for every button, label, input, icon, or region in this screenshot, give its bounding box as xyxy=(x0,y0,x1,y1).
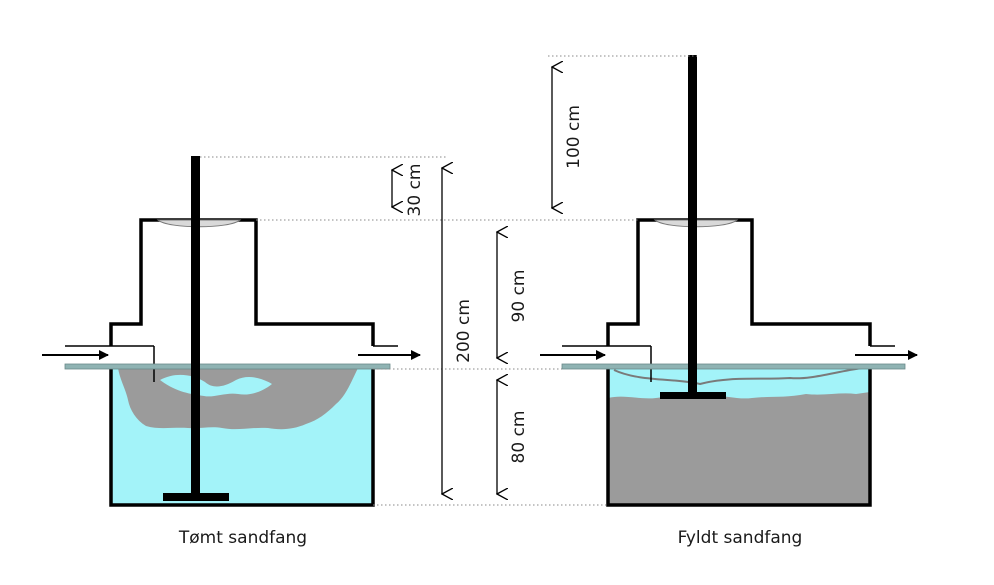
dim-80-label: 80 cm xyxy=(509,411,529,464)
dim-100-label: 100 cm xyxy=(564,105,584,169)
empty-sand-trap xyxy=(42,156,421,507)
measuring-rod xyxy=(191,156,200,499)
dim-200-label: 200 cm xyxy=(454,299,474,363)
filled-trap-caption: Fyldt sandfang xyxy=(678,528,803,548)
dim-30-label: 30 cm xyxy=(405,164,425,217)
rod-foot-plate xyxy=(163,493,229,501)
empty-trap-caption: Tømt sandfang xyxy=(178,528,307,548)
riser-outline xyxy=(606,218,872,346)
filled-sand-trap xyxy=(540,55,918,507)
rod-foot-plate xyxy=(660,392,726,399)
sediment-highlight xyxy=(160,374,272,397)
measuring-rod xyxy=(688,55,697,397)
sediment-fill xyxy=(608,392,870,505)
dimension-arrows xyxy=(392,67,552,494)
reference-lines xyxy=(200,55,697,506)
riser-outline xyxy=(109,218,375,346)
dim-90-label: 90 cm xyxy=(509,270,529,323)
pipe-invert xyxy=(561,363,906,370)
tank-outline xyxy=(606,368,872,507)
pipe-invert xyxy=(64,363,391,370)
sediment-top-edge xyxy=(613,367,863,386)
tank-outline xyxy=(109,368,375,507)
